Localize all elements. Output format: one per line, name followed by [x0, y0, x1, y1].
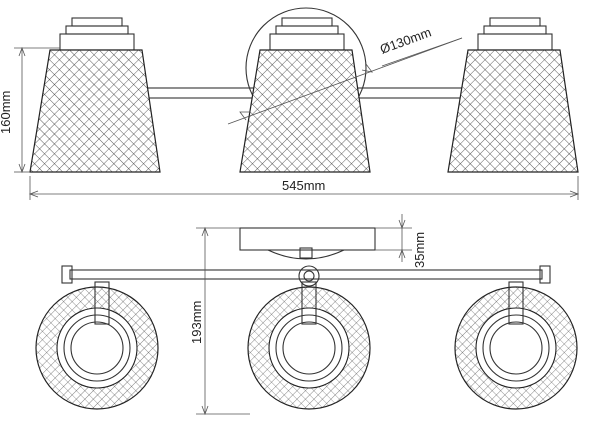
canopy-diameter-leader	[227, 37, 463, 125]
arm-bar	[69, 269, 543, 280]
lampshade-left	[29, 17, 161, 173]
front-view: 160mm 545mm Ø130mm	[0, 7, 580, 200]
height-label: 160mm	[0, 91, 13, 134]
shade-bottom-left	[35, 281, 159, 410]
lampshade-middle	[239, 17, 371, 173]
projection-dimension	[196, 226, 250, 416]
canopy-plate	[239, 227, 376, 251]
shade-bottom-right	[454, 281, 578, 410]
height-dimension	[14, 46, 60, 174]
projection-label: 193mm	[189, 301, 204, 344]
width-label: 545mm	[282, 178, 325, 193]
depth-label: 35mm	[412, 232, 427, 268]
width-dimension	[28, 176, 580, 200]
top-view: 35mm 193mm	[35, 214, 578, 416]
lampshade-right	[447, 17, 579, 173]
depth-dimension	[375, 214, 412, 262]
shade-bottom-middle	[247, 281, 371, 410]
